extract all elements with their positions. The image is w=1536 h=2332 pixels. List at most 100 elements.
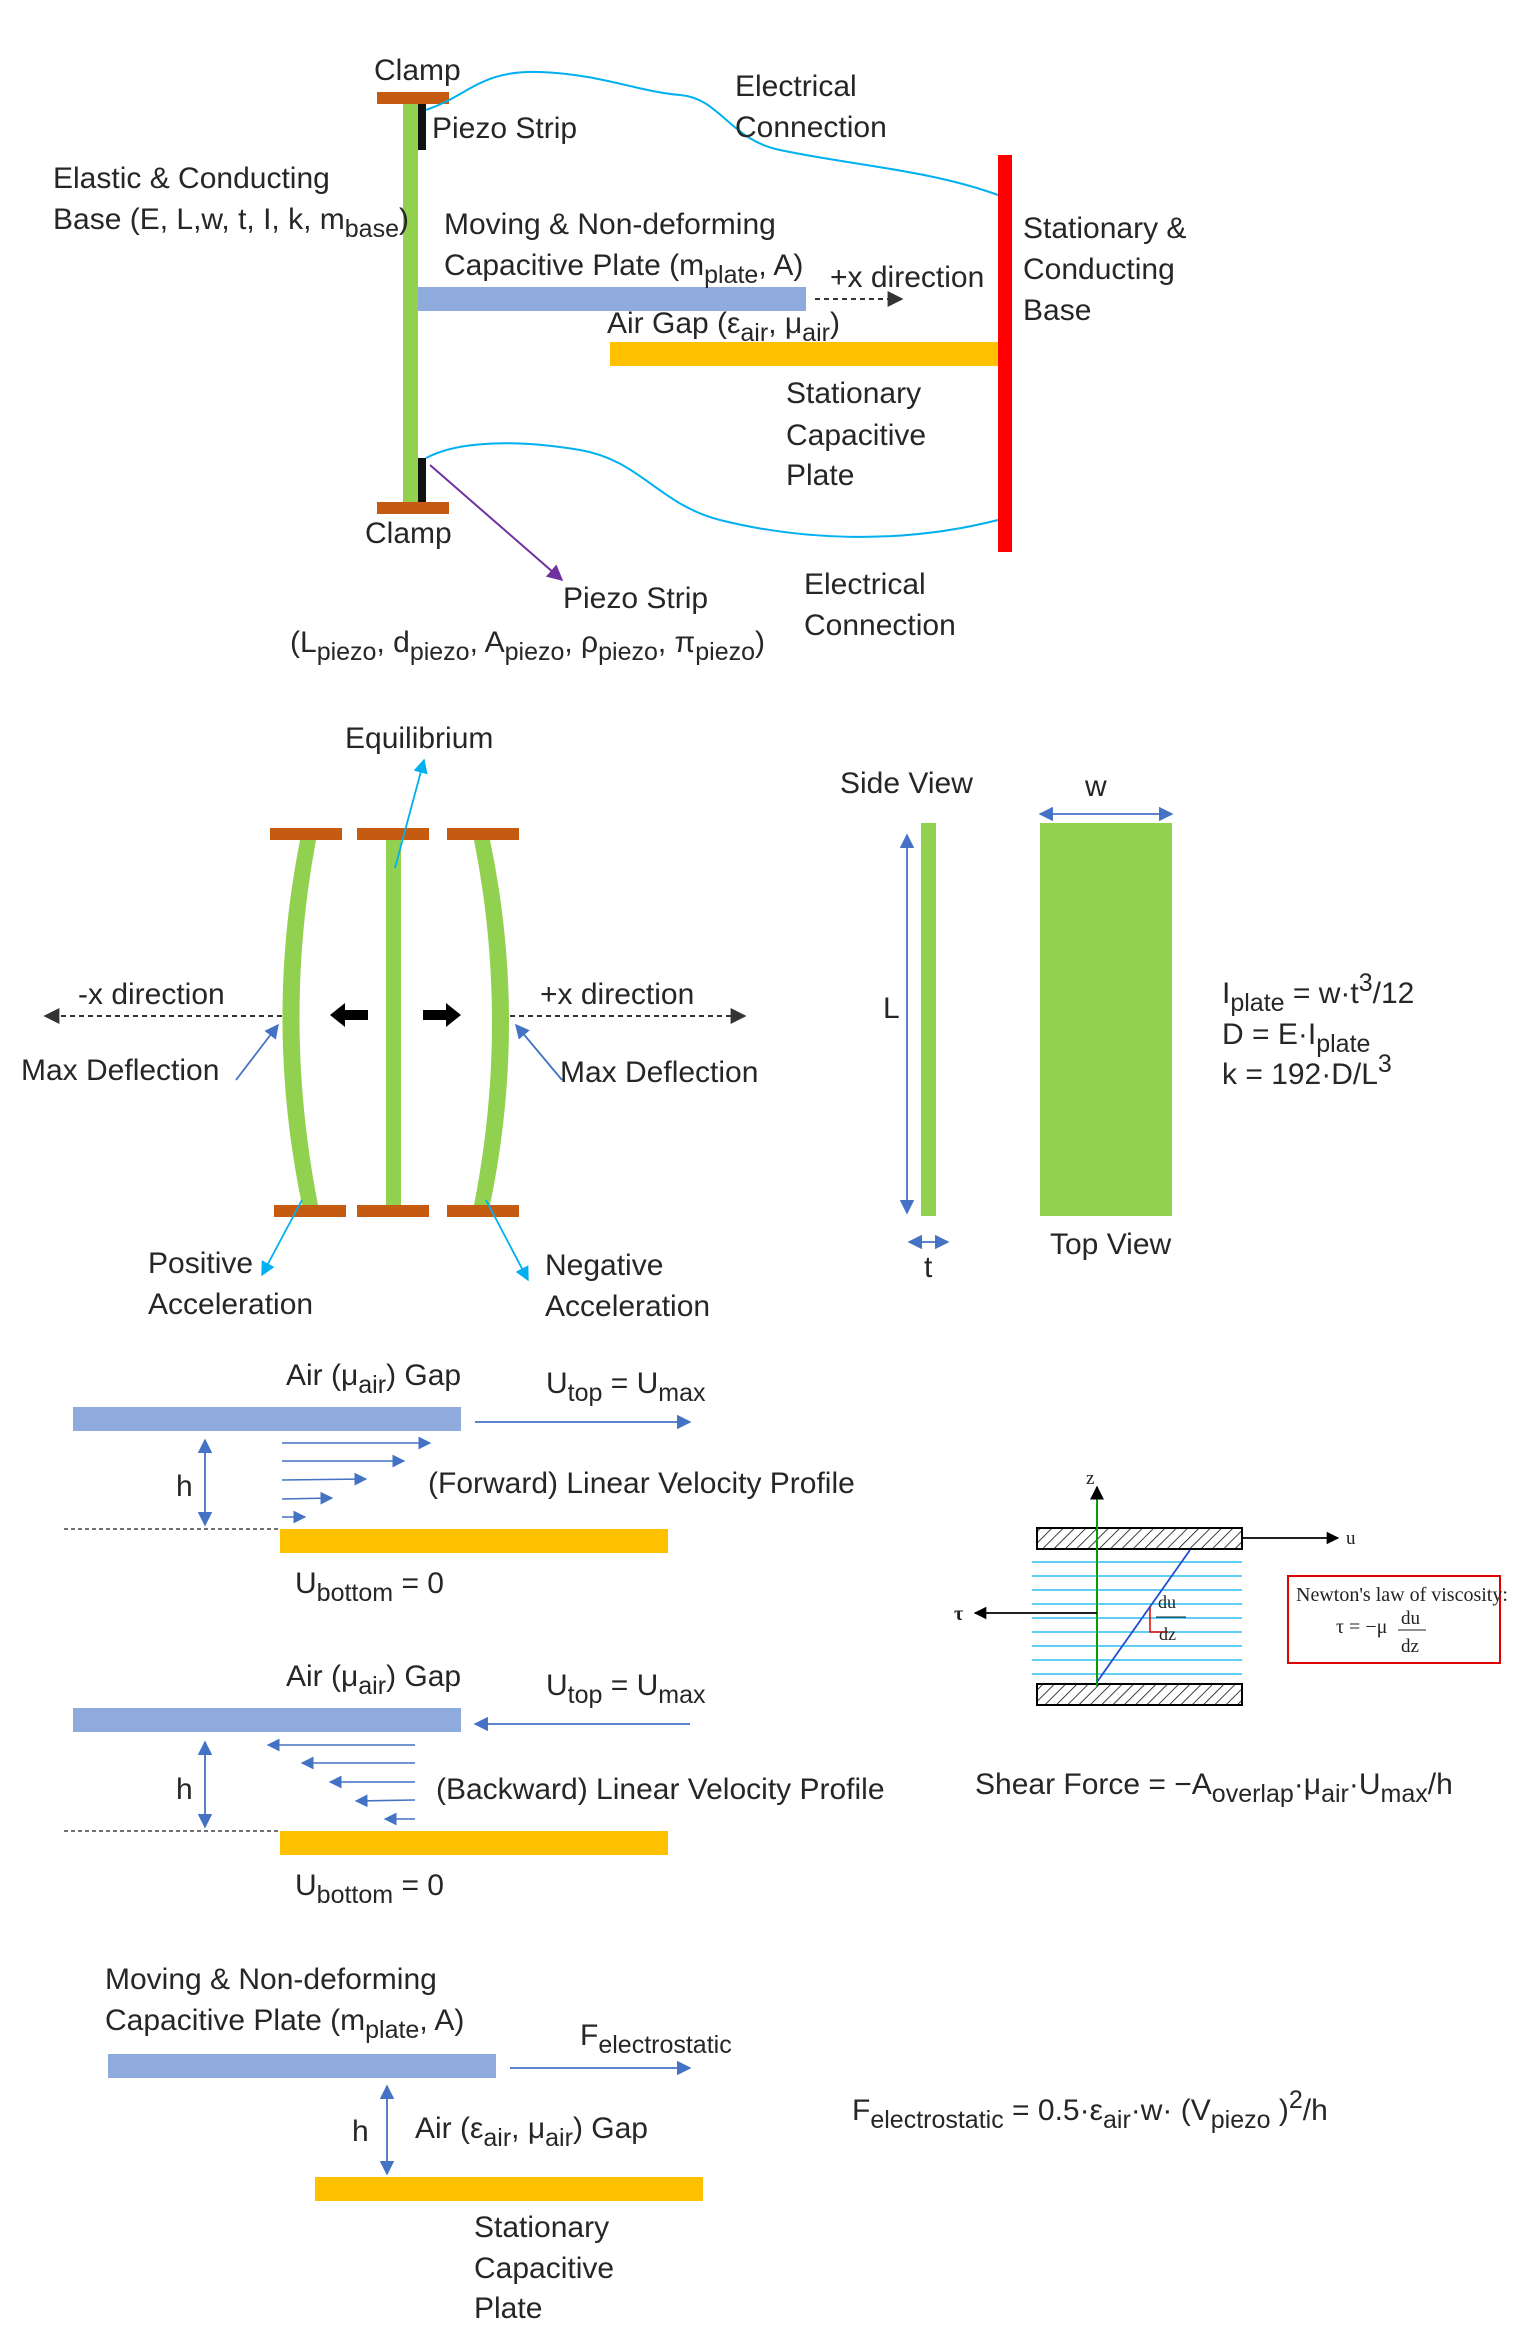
elastic-base-label-line2: Base (E, L,w, t, I, k, mbase)	[53, 203, 409, 243]
electrical-connection-bottom-line1: Electrical	[804, 568, 926, 601]
inset-du-label: du	[1158, 1592, 1176, 1612]
plus-x-direction-label-2: +x direction	[540, 978, 694, 1011]
positive-acceleration-label-line2: Acceleration	[148, 1288, 313, 1321]
viscosity-inset: z u τ du dz Newton's law of viscosity: τ…	[954, 1468, 1508, 1706]
equilibrium-leader	[394, 758, 428, 869]
backward-air-gap-label: Air (μair) Gap	[286, 1660, 461, 1700]
moment-of-inertia-equation: Iplate = w·t3/12	[1222, 969, 1414, 1017]
backward-ubottom-label: Ubottom = 0	[295, 1869, 444, 1909]
newton-law-box	[1287, 1575, 1501, 1664]
backward-utop-label: Utop = Umax	[546, 1669, 706, 1709]
left-deflected-beam	[282, 840, 318, 1205]
flexural-rigidity-equation: D = E·Iplate	[1222, 1018, 1370, 1058]
side-view-beam	[921, 823, 936, 1216]
max-deflection-left-label: Max Deflection	[21, 1054, 219, 1087]
piezo-strip-top	[418, 104, 426, 150]
electrical-connection-bottom-line2: Connection	[804, 609, 956, 642]
backward-velocity-profile: Air (μair) Gap Utop = Umax h (Backward) …	[64, 1660, 885, 1909]
forward-profile-label: (Forward) Linear Velocity Profile	[428, 1467, 855, 1500]
forward-top-plate	[73, 1407, 461, 1431]
electrostatic-stationary-plate-line1: Stationary	[474, 2211, 609, 2244]
newton-law-num: du	[1401, 1608, 1421, 1629]
backward-bottom-plate	[280, 1831, 668, 1855]
electrostatic-section: Moving & Non-deforming Capacitive Plate …	[105, 1963, 1328, 2325]
negative-acceleration-label-line2: Acceleration	[545, 1290, 710, 1323]
forward-h-label: h	[176, 1470, 193, 1503]
bottom-clamp	[377, 502, 449, 514]
inset-u-label: u	[1346, 1528, 1356, 1549]
newton-law-den: dz	[1401, 1636, 1419, 1657]
inset-dz-label: dz	[1159, 1624, 1176, 1644]
inset-velocity-line	[1096, 1549, 1191, 1683]
electrical-connection-top-wire	[425, 70, 999, 196]
positive-acceleration-label-line1: Positive	[148, 1247, 253, 1280]
max-deflection-left-leader	[235, 1023, 279, 1081]
newton-law-lhs: τ = −μ	[1336, 1616, 1387, 1638]
length-label: L	[883, 992, 900, 1025]
max-deflection-right-label: Max Deflection	[560, 1056, 758, 1089]
backward-top-plate	[73, 1708, 461, 1732]
elastic-base-label-line1: Elastic & Conducting	[53, 162, 330, 195]
electrostatic-force-label: Felectrostatic	[580, 2019, 732, 2059]
backward-profile-label: (Backward) Linear Velocity Profile	[436, 1773, 885, 1806]
right-state-top-clamp	[447, 828, 519, 840]
stationary-plate-label-line3: Plate	[786, 459, 854, 492]
forward-velocity-arrow	[281, 1491, 334, 1505]
forward-bottom-plate	[280, 1529, 668, 1553]
electrostatic-moving-plate	[108, 2054, 496, 2078]
forward-ubottom-label: Ubottom = 0	[295, 1567, 444, 1607]
max-deflection-right-leader	[515, 1023, 563, 1081]
negative-acceleration-label-line1: Negative	[545, 1249, 663, 1282]
elastic-conducting-base	[403, 104, 418, 502]
moving-capacitive-plate	[418, 287, 806, 311]
thickness-label: t	[924, 1251, 933, 1284]
electrical-connection-top-line2: Connection	[735, 111, 887, 144]
stiffness-equation: k = 192·D/L3	[1222, 1050, 1392, 1091]
electrostatic-stationary-plate	[315, 2177, 703, 2201]
left-state-top-clamp	[270, 828, 342, 840]
forward-air-gap-label: Air (μair) Gap	[286, 1359, 461, 1399]
backward-velocity-arrows	[266, 1738, 416, 1826]
inset-fluid-layers	[1032, 1561, 1242, 1675]
piezo-leader-line	[429, 464, 564, 582]
inset-tau-label: τ	[954, 1603, 963, 1625]
forward-velocity-profile: Air (μair) Gap Utop = Umax h (Forward) L…	[64, 1359, 855, 1607]
inset-slope-triangle	[1149, 1607, 1168, 1633]
minus-x-direction-label: -x direction	[78, 978, 225, 1011]
right-deflected-beam	[474, 840, 509, 1205]
stationary-plate-label-line2: Capacitive	[786, 419, 926, 452]
newton-law-title: Newton's law of viscosity:	[1296, 1584, 1508, 1606]
piezo-strip-top-label: Piezo Strip	[432, 112, 577, 145]
inset-z-label: z	[1086, 1468, 1094, 1489]
piezo-params-label: (Lpiezo, dpiezo, Apiezo, ρpiezo, πpiezo)	[290, 626, 765, 666]
inset-bottom-plate	[1036, 1683, 1243, 1706]
electrostatic-moving-plate-line2: Capacitive Plate (mplate, A)	[105, 2004, 464, 2044]
electrical-connection-bottom-wire	[425, 442, 999, 538]
forward-utop-label: Utop = Umax	[546, 1367, 706, 1407]
clamp-top-label: Clamp	[374, 54, 461, 87]
top-view-label: Top View	[1050, 1228, 1172, 1261]
left-state-bottom-clamp	[274, 1205, 346, 1217]
stationary-capacitive-plate	[610, 342, 998, 366]
center-state-bottom-clamp	[357, 1205, 429, 1217]
deflection-section: Equilibrium -x direction +x direction Ma…	[21, 722, 1414, 1323]
piezo-strip-bottom-label: Piezo Strip	[563, 582, 708, 615]
stationary-conducting-base	[998, 155, 1012, 552]
device-overview: Clamp Clamp Piezo Strip Piezo Strip (Lpi…	[53, 54, 1186, 666]
electrostatic-gap-label: Air (εair, μair) Gap	[415, 2112, 648, 2152]
clamp-bottom-label: Clamp	[365, 517, 452, 550]
electrostatic-stationary-plate-line3: Plate	[474, 2292, 542, 2325]
side-view-label: Side View	[840, 767, 973, 800]
backward-velocity-arrow	[354, 1794, 416, 1808]
forward-velocity-arrow	[281, 1472, 368, 1486]
stationary-base-label-line3: Base	[1023, 294, 1091, 327]
right-state-bottom-clamp	[447, 1205, 519, 1217]
stationary-base-label-line1: Stationary &	[1023, 212, 1186, 245]
electrostatic-moving-plate-line1: Moving & Non-deforming	[105, 1963, 437, 1996]
electrostatic-stationary-plate-line2: Capacitive	[474, 2252, 614, 2285]
electrical-connection-top-line1: Electrical	[735, 70, 857, 103]
center-state-top-clamp	[357, 828, 429, 840]
electrostatic-h-label: h	[352, 2115, 369, 2148]
air-gap-label: Air Gap (εair, μair)	[607, 307, 840, 347]
